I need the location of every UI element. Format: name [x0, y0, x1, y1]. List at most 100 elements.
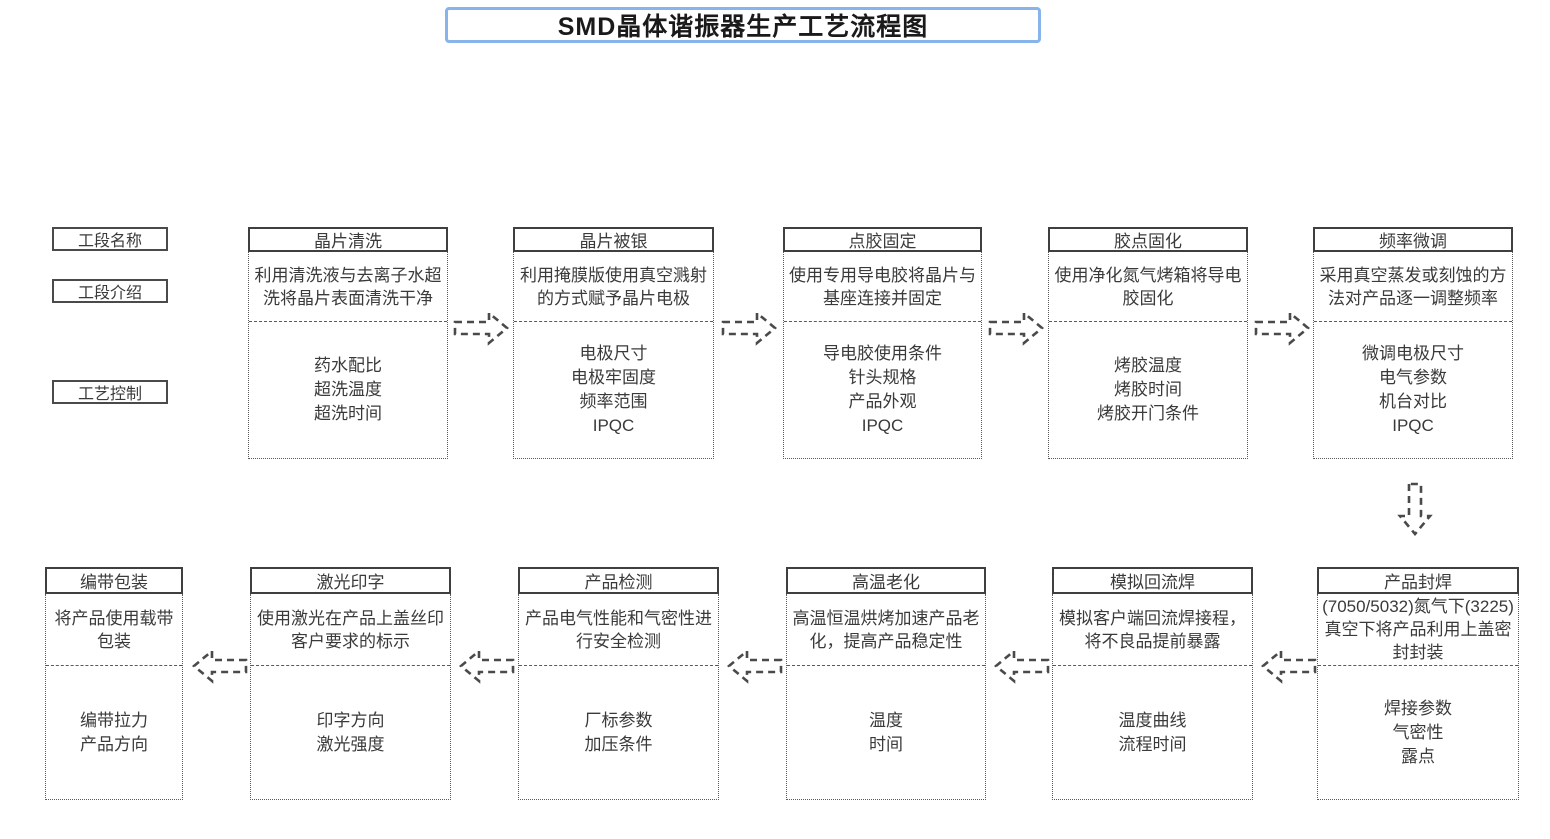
arrow-right-icon	[453, 310, 509, 346]
process-intro: 高温恒温烘烤加速产品老化，提高产品稳定性	[787, 594, 985, 666]
control-item: 烤胶温度	[1114, 356, 1182, 375]
arrow-left-icon	[727, 648, 783, 684]
process-controls: 微调电极尺寸电气参数机台对比 IPQC	[1314, 322, 1512, 458]
process-controls: 编带拉力产品方向	[46, 666, 182, 799]
process-intro: 模拟客户端回流焊接程，将不良品提前暴露	[1053, 594, 1252, 666]
process-body: 模拟客户端回流焊接程，将不良品提前暴露 温度曲线流程时间	[1052, 594, 1253, 800]
process-box-high-temp-aging: 高温老化 高温恒温烘烤加速产品老化，提高产品稳定性 温度时间	[786, 567, 986, 800]
control-item: 烤胶时间	[1114, 380, 1182, 399]
process-box-seal-welding: 产品封焊 (7050/5032)氮气下(3225)真空下将产品利用上盖密封封装 …	[1317, 567, 1519, 800]
process-title: 胶点固化	[1048, 227, 1248, 252]
process-title: 点胶固定	[783, 227, 982, 252]
control-item: 频率范围	[579, 392, 648, 411]
control-item: 印字方向	[316, 710, 385, 730]
process-title: 产品封焊	[1317, 567, 1519, 594]
process-controls: 厂标参数加压条件	[519, 666, 718, 799]
process-title: 激光印字	[250, 567, 451, 594]
control-item: 烤胶开门条件	[1097, 404, 1199, 423]
process-title: 产品检测	[518, 567, 719, 594]
control-item: 针头规格	[848, 368, 917, 387]
control-item: IPQC	[861, 416, 904, 435]
control-item: 焊接参数	[1384, 698, 1452, 718]
process-title: 模拟回流焊	[1052, 567, 1253, 594]
process-body: 利用清洗液与去离子水超洗将晶片表面清洗干净 药水配比超洗温度超洗时间	[248, 252, 448, 459]
process-body: 使用净化氮气烤箱将导电胶固化 烤胶温度烤胶时间烤胶开门条件	[1048, 252, 1248, 459]
control-item: 微调电极尺寸	[1362, 344, 1464, 363]
process-title: 高温老化	[786, 567, 986, 594]
process-title: 频率微调	[1313, 227, 1513, 252]
row-label-section-name: 工段名称	[52, 227, 168, 251]
control-item: 气密性	[1392, 722, 1444, 742]
process-title: 晶片被银	[513, 227, 714, 252]
process-title: 晶片清洗	[248, 227, 448, 252]
process-intro: (7050/5032)氮气下(3225)真空下将产品利用上盖密封封装	[1318, 594, 1518, 666]
control-item: 电极尺寸	[579, 344, 648, 363]
process-body: (7050/5032)氮气下(3225)真空下将产品利用上盖密封封装 焊接参数气…	[1317, 594, 1519, 800]
control-item: 激光强度	[316, 734, 385, 754]
process-intro: 使用净化氮气烤箱将导电胶固化	[1049, 252, 1247, 322]
arrow-right-icon	[1254, 310, 1310, 346]
process-controls: 焊接参数气密性露点	[1318, 666, 1518, 799]
control-item: 电气参数	[1379, 368, 1447, 387]
control-item: 编带拉力	[80, 710, 148, 730]
process-box-product-testing: 产品检测 产品电气性能和气密性进行安全检测 厂标参数加压条件	[518, 567, 719, 800]
process-intro: 利用清洗液与去离子水超洗将晶片表面清洗干净	[249, 252, 447, 322]
process-box-glue-curing: 胶点固化 使用净化氮气烤箱将导电胶固化 烤胶温度烤胶时间烤胶开门条件	[1048, 227, 1248, 459]
process-controls: 导电胶使用条件针头规格产品外观 IPQC	[784, 322, 981, 458]
process-intro: 采用真空蒸发或刻蚀的方法对产品逐一调整频率	[1314, 252, 1512, 322]
control-item: 导电胶使用条件	[823, 344, 942, 363]
arrow-left-icon	[459, 648, 515, 684]
control-item: 露点	[1401, 746, 1435, 766]
control-item: 超洗温度	[314, 380, 382, 399]
process-body: 使用专用导电胶将晶片与基座连接并固定 导电胶使用条件针头规格产品外观 IPQC	[783, 252, 982, 459]
control-item: 产品外观	[848, 392, 917, 411]
process-body: 使用激光在产品上盖丝印客户要求的标示 印字方向激光强度	[250, 594, 451, 800]
process-intro: 将产品使用载带包装	[46, 594, 182, 666]
process-intro: 产品电气性能和气密性进行安全检测	[519, 594, 718, 666]
process-intro: 利用掩膜版使用真空溅射的方式赋予晶片电极	[514, 252, 713, 322]
process-box-tape-packing: 编带包装 将产品使用载带包装 编带拉力产品方向	[45, 567, 183, 800]
process-controls: 温度曲线流程时间	[1053, 666, 1252, 799]
control-item: 时间	[869, 734, 903, 754]
row-label-process-control: 工艺控制	[52, 380, 168, 404]
arrow-left-icon	[994, 648, 1050, 684]
arrow-left-icon	[192, 648, 248, 684]
process-controls: 印字方向激光强度	[251, 666, 450, 799]
process-body: 采用真空蒸发或刻蚀的方法对产品逐一调整频率 微调电极尺寸电气参数机台对比 IPQC	[1313, 252, 1513, 459]
control-item: 厂标参数	[584, 710, 653, 730]
process-body: 将产品使用载带包装 编带拉力产品方向	[45, 594, 183, 800]
control-item: 产品方向	[80, 734, 148, 754]
control-item: 加压条件	[584, 734, 653, 754]
process-controls: 药水配比超洗温度超洗时间	[249, 322, 447, 458]
arrow-down-icon	[1397, 482, 1433, 536]
control-item: 药水配比	[314, 356, 382, 375]
process-body: 高温恒温烘烤加速产品老化，提高产品稳定性 温度时间	[786, 594, 986, 800]
process-controls: 温度时间	[787, 666, 985, 799]
control-item: 温度	[869, 710, 903, 730]
control-item: IPQC	[1392, 416, 1434, 435]
arrow-left-icon	[1261, 648, 1317, 684]
process-intro: 使用激光在产品上盖丝印客户要求的标示	[251, 594, 450, 666]
process-body: 产品电气性能和气密性进行安全检测 厂标参数加压条件	[518, 594, 719, 800]
process-box-wafer-cleaning: 晶片清洗 利用清洗液与去离子水超洗将晶片表面清洗干净 药水配比超洗温度超洗时间	[248, 227, 448, 459]
page-title: SMD晶体谐振器生产工艺流程图	[445, 7, 1041, 43]
process-box-simulated-reflow: 模拟回流焊 模拟客户端回流焊接程，将不良品提前暴露 温度曲线流程时间	[1052, 567, 1253, 800]
process-controls: 烤胶温度烤胶时间烤胶开门条件	[1049, 322, 1247, 458]
process-box-frequency-trimming: 频率微调 采用真空蒸发或刻蚀的方法对产品逐一调整频率 微调电极尺寸电气参数机台对…	[1313, 227, 1513, 459]
process-box-glue-mounting: 点胶固定 使用专用导电胶将晶片与基座连接并固定 导电胶使用条件针头规格产品外观 I…	[783, 227, 982, 459]
control-item: 机台对比	[1379, 392, 1447, 411]
row-label-section-intro: 工段介绍	[52, 279, 168, 303]
arrow-right-icon	[988, 310, 1044, 346]
process-box-laser-marking: 激光印字 使用激光在产品上盖丝印客户要求的标示 印字方向激光强度	[250, 567, 451, 800]
control-item: 温度曲线	[1118, 710, 1187, 730]
control-item: 流程时间	[1118, 734, 1187, 754]
control-item: IPQC	[592, 416, 635, 435]
control-item: 超洗时间	[314, 404, 382, 423]
arrow-right-icon	[721, 310, 777, 346]
process-title: 编带包装	[45, 567, 183, 594]
process-intro: 使用专用导电胶将晶片与基座连接并固定	[784, 252, 981, 322]
